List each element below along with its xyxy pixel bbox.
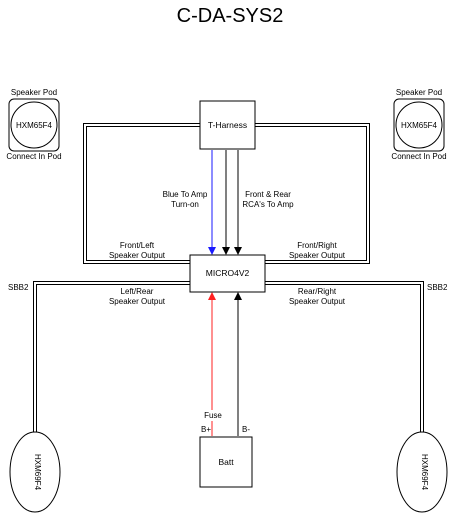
svg-text:Speaker Output: Speaker Output	[109, 251, 166, 260]
fuse-label: Fuse	[204, 411, 222, 420]
speaker-oval-left: HXM69F4	[9, 431, 61, 513]
b-plus-label: B+	[201, 425, 211, 434]
battery-box: Batt	[199, 436, 253, 488]
pod-left-header: Speaker Pod	[11, 88, 57, 97]
sbb-left-label: SBB2	[8, 283, 29, 292]
svg-text:Front & Rear: Front & Rear	[245, 190, 291, 199]
svg-text:Front/Left: Front/Left	[120, 241, 155, 250]
blue-amp-label: Blue To Amp Turn-on	[163, 190, 208, 209]
pod-right-footer: Connect In Pod	[391, 152, 446, 161]
speaker-oval-right: HXM69F4	[396, 431, 448, 513]
micro-label: MICRO4V2	[206, 268, 250, 278]
pod-right-model: HXM65F4	[401, 121, 438, 130]
pod-left-model: HXM65F4	[16, 121, 53, 130]
micro-amp-box: MICRO4V2	[189, 254, 266, 293]
rear-right-label: Rear/Right Speaker Output	[289, 287, 346, 306]
svg-text:Turn-on: Turn-on	[171, 200, 199, 209]
svg-text:Left/Rear: Left/Rear	[121, 287, 154, 296]
harness-wires-rear	[33, 281, 424, 433]
speaker-pod-left: Speaker Pod HXM65F4 Connect In Pod	[6, 88, 61, 161]
diagram-title: C-DA-SYS2	[177, 5, 284, 27]
svg-text:Speaker Output: Speaker Output	[289, 297, 346, 306]
svg-text:RCA's To Amp: RCA's To Amp	[242, 200, 294, 209]
svg-text:Rear/Right: Rear/Right	[298, 287, 337, 296]
t-harness-label: T-Harness	[208, 120, 247, 130]
left-rear-label: Left/Rear Speaker Output	[109, 287, 166, 306]
svg-text:Front/Right: Front/Right	[297, 241, 337, 250]
oval-right-model: HXM69F4	[420, 454, 429, 491]
harness-wires-front	[83, 123, 370, 264]
batt-label: Batt	[218, 457, 234, 467]
front-right-label: Front/Right Speaker Output	[289, 241, 346, 260]
svg-text:Speaker Output: Speaker Output	[289, 251, 346, 260]
t-harness-box: T-Harness	[199, 100, 256, 150]
rca-label: Front & Rear RCA's To Amp	[242, 190, 294, 209]
svg-text:Speaker Output: Speaker Output	[109, 297, 166, 306]
speaker-pod-right: Speaker Pod HXM65F4 Connect In Pod	[391, 88, 446, 161]
oval-left-model: HXM69F4	[33, 454, 42, 491]
pod-left-footer: Connect In Pod	[6, 152, 61, 161]
svg-text:Blue To Amp: Blue To Amp	[163, 190, 208, 199]
signal-wires	[208, 150, 242, 255]
pod-right-header: Speaker Pod	[396, 88, 442, 97]
front-left-label: Front/Left Speaker Output	[109, 241, 166, 260]
b-minus-label: B-	[242, 425, 250, 434]
sbb-right-label: SBB2	[427, 283, 448, 292]
